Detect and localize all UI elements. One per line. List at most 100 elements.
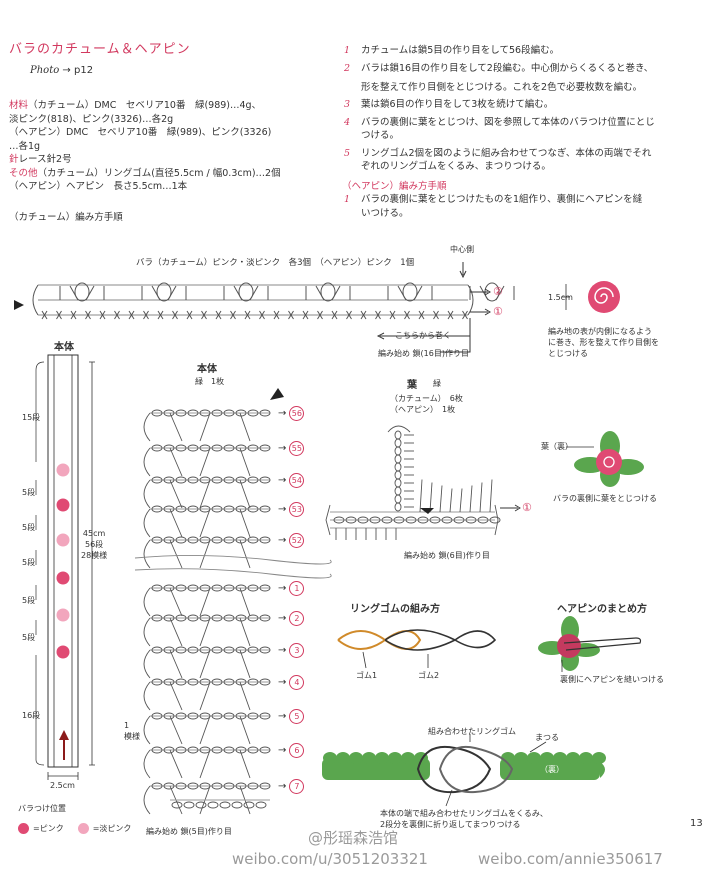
turning-chain-mark	[143, 649, 151, 679]
chain-x-mark	[331, 310, 338, 320]
chain-x-mark	[99, 310, 106, 320]
leaf-counts: （カチューム） 6枚 （ヘアピン） 1枚	[390, 393, 463, 415]
turning-chain-mark	[143, 681, 151, 711]
photo-label: Photo	[30, 65, 60, 76]
turning-chain-mark	[143, 617, 151, 647]
chain-stitch-mark	[187, 646, 199, 654]
leaf-start-label: 編み始め 鎖(6目)作り目	[404, 551, 490, 560]
chain-stitch-mark	[175, 678, 187, 686]
chain-stitch-mark	[187, 678, 199, 686]
chain-stitch-mark	[247, 409, 259, 417]
rose-stitch-mark	[305, 285, 351, 301]
chain-stitch-mark	[394, 446, 402, 456]
arrow-icon: →	[278, 583, 287, 594]
stitch-mark	[469, 485, 473, 513]
stitch-mark	[419, 479, 423, 513]
material-text: レース針2号	[18, 154, 72, 165]
arrow-icon: →	[278, 443, 287, 454]
chain-x-mark	[302, 310, 309, 320]
chain-stitch-mark	[219, 801, 231, 809]
arrow-icon: →	[278, 475, 287, 486]
step-line: ぞれのリングゴムをくるみ、まつりつける。	[344, 160, 551, 173]
chain-x-mark	[85, 310, 91, 320]
arrow-icon: →	[278, 745, 287, 756]
repeat-count: 1	[124, 721, 130, 730]
chain-x-mark	[114, 310, 120, 320]
body-chart	[134, 388, 332, 815]
chain-stitch-mark	[187, 536, 199, 544]
step-line: つける。	[344, 129, 399, 142]
chain-stitch-mark	[211, 409, 223, 417]
rose-chart-title: バラ（カチューム）ピンク・淡ピンク 各3個 （ヘアピン）ピンク 1個	[136, 258, 415, 268]
rose-chart	[14, 262, 515, 353]
chain-stitch-mark	[259, 782, 271, 790]
row-label: →6	[278, 743, 305, 758]
chain-stitch-mark	[247, 444, 259, 452]
row-label: →7	[278, 779, 305, 794]
chain-stitch-mark	[394, 438, 402, 448]
row-number: 1	[289, 581, 305, 596]
material-line: 材料（カチューム）DMC セベリア10番 緑(989)…4g、	[9, 99, 261, 112]
chain-x-mark	[201, 310, 207, 320]
arrow-icon: →	[278, 535, 287, 546]
step-text: カチュームは鎖5目の作り目をして56段編む。	[361, 45, 560, 56]
chain-stitch-mark	[175, 746, 187, 754]
stitch-mark	[489, 479, 493, 513]
rose-note: 編み地の表が内側になるよう に巻き、形を整えて作り目側を とじつける	[548, 326, 659, 359]
step-text: つける。	[361, 130, 400, 141]
strip-length-label: 45cm 56段 28模様	[81, 528, 107, 561]
rose-row-1: ①	[493, 305, 503, 318]
chain-stitch-mark	[163, 782, 175, 790]
chain-stitch-mark	[394, 462, 402, 472]
turning-chain-mark	[143, 412, 151, 442]
chain-stitch-mark	[247, 746, 259, 754]
row-label: →56	[278, 406, 305, 421]
chain-stitch-mark	[223, 712, 235, 720]
arrow-icon: →	[278, 645, 287, 656]
step-number: 4	[344, 116, 351, 128]
rose-note-line: に巻き、形を整えて作り目側を	[548, 338, 660, 347]
chain-stitch-mark	[151, 584, 163, 592]
stitch-mark	[169, 749, 251, 779]
hairpin-caption: 裏側にヘアピンを縫いつける	[560, 675, 664, 684]
chain-x-mark	[41, 310, 48, 320]
chain-stitch-mark	[394, 494, 402, 504]
chain-x-mark	[404, 310, 410, 320]
row-label: →1	[278, 581, 305, 596]
material-text: …各1g	[9, 140, 41, 152]
chain-stitch-mark	[247, 536, 259, 544]
rose-petal-mark	[74, 282, 90, 302]
stitch-mark	[169, 412, 251, 442]
chain-stitch-mark	[211, 614, 223, 622]
leaf-chart	[325, 425, 521, 540]
chain-x-mark	[375, 310, 381, 320]
chain-x-mark	[70, 310, 77, 320]
row-number: 56	[289, 406, 305, 421]
chain-x-mark	[128, 310, 135, 320]
body-strip-title: 本体	[54, 342, 74, 353]
chain-stitch-mark	[175, 536, 187, 544]
strip-segment-label: 16段	[22, 711, 41, 720]
chain-stitch-mark	[163, 444, 175, 452]
band-bump-mark	[592, 752, 606, 764]
chain-stitch-mark	[247, 584, 259, 592]
length-rows: 56段	[85, 540, 104, 549]
turning-chain-mark	[143, 539, 151, 569]
chain-stitch-mark	[163, 505, 175, 513]
chain-stitch-mark	[211, 505, 223, 513]
chain-stitch-mark	[175, 505, 187, 513]
chain-stitch-mark	[175, 712, 187, 720]
chain-stitch-mark	[223, 614, 235, 622]
rose-petal-mark	[320, 282, 336, 302]
chain-stitch-mark	[187, 444, 199, 452]
rose-stitch-mark	[387, 285, 433, 301]
stitch-mark	[439, 485, 443, 513]
chain-stitch-mark	[187, 614, 199, 622]
chain-stitch-mark	[187, 712, 199, 720]
row-label: →55	[278, 441, 305, 456]
watermark-3: weibo.com/annie350617	[478, 850, 663, 868]
chain-stitch-mark	[247, 476, 259, 484]
lightpink-rose-dot	[56, 533, 70, 547]
